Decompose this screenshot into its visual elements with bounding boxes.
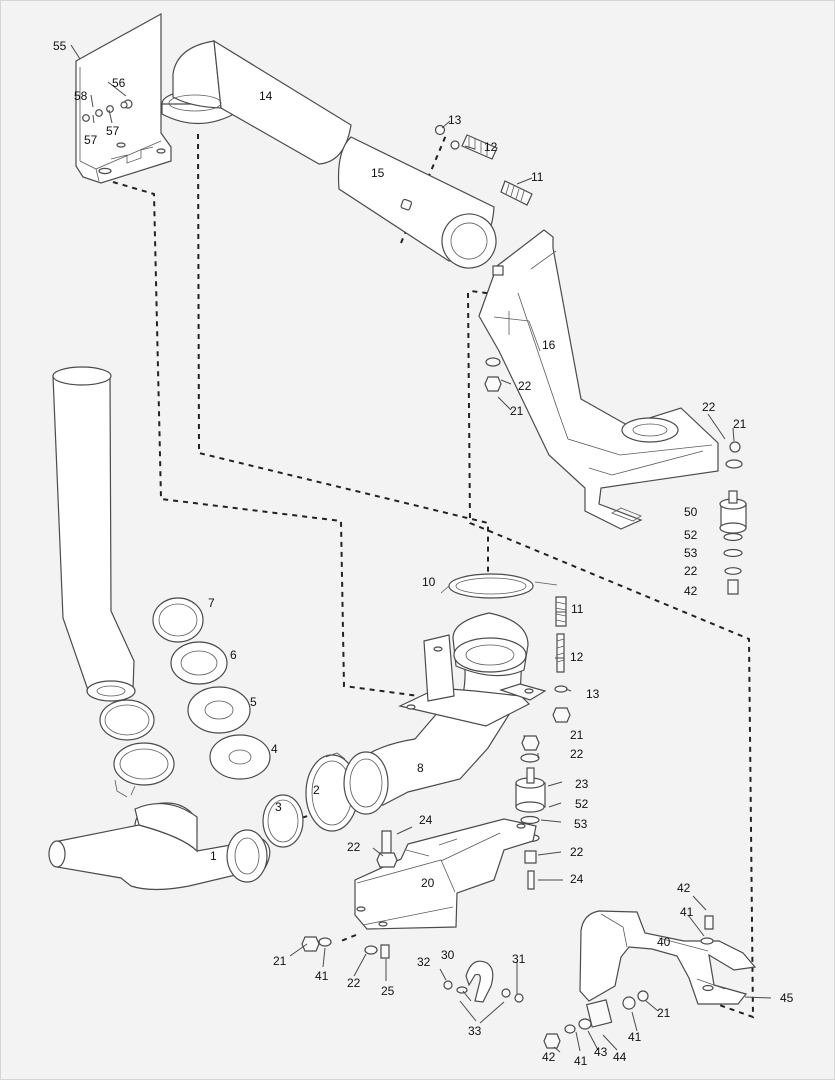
- label-12-top: 12: [484, 140, 498, 154]
- label-20: 20: [421, 876, 435, 890]
- intermediate-pipe-8: [343, 612, 547, 815]
- exhaust-pipe-14: [161, 39, 352, 165]
- leader-lines: [70, 44, 772, 1053]
- label-13-mid: 13: [586, 687, 600, 701]
- label-24-left: 24: [419, 813, 433, 827]
- label-24-right: 24: [570, 872, 584, 886]
- exhaust-pipe-15: [337, 136, 497, 269]
- label-42-lower-left: 42: [542, 1050, 556, 1064]
- label-3: 3: [275, 800, 282, 814]
- label-21-lower-left: 21: [273, 954, 287, 968]
- label-8: 8: [417, 761, 424, 775]
- label-40: 40: [657, 935, 671, 949]
- center-isolator-stack: [515, 735, 546, 890]
- left-nut-washer-stack: [484, 357, 502, 392]
- label-12-mid: 12: [570, 650, 584, 664]
- gasket-rings: [152, 597, 271, 780]
- label-41-lower-top: 41: [680, 905, 694, 919]
- rear-bracket-40: [543, 910, 757, 1049]
- bracket-20: [354, 818, 537, 930]
- label-14: 14: [259, 89, 273, 103]
- label-13-top: 13: [448, 113, 462, 127]
- label-53-right: 53: [684, 546, 698, 560]
- label-4: 4: [271, 742, 278, 756]
- label-32: 32: [417, 955, 431, 969]
- bracket-16: [478, 229, 719, 530]
- label-25: 25: [381, 984, 395, 998]
- label-33: 33: [468, 1024, 482, 1038]
- label-22-lower: 22: [570, 845, 584, 859]
- label-21-lower-right: 21: [657, 1006, 671, 1020]
- label-10: 10: [422, 575, 436, 589]
- label-6: 6: [230, 648, 237, 662]
- bracket-55: [75, 12, 172, 184]
- label-53-center: 53: [574, 817, 588, 831]
- label-41-left: 41: [315, 969, 329, 983]
- label-22-left: 22: [518, 379, 532, 393]
- label-52-center: 52: [575, 797, 589, 811]
- label-2: 2: [313, 783, 320, 797]
- vertical-tailpipe: [52, 366, 136, 702]
- label-15: 15: [371, 166, 385, 180]
- label-21-center: 21: [570, 728, 584, 742]
- label-22-right: 22: [702, 400, 716, 414]
- label-50: 50: [684, 505, 698, 519]
- label-23: 23: [575, 777, 589, 791]
- label-21-right: 21: [733, 417, 747, 431]
- label-11-top: 11: [531, 170, 544, 184]
- label-1: 1: [210, 849, 217, 863]
- label-45: 45: [780, 991, 794, 1005]
- label-56: 56: [112, 76, 126, 90]
- label-22-lower-left: 22: [347, 976, 361, 990]
- part-callout-labels: 55 56 58 57 57 14 15 13 12 11 16 22 21 2…: [53, 39, 794, 1068]
- label-57-left: 57: [84, 133, 98, 147]
- label-16: 16: [542, 338, 556, 352]
- label-31: 31: [512, 952, 526, 966]
- label-21-left: 21: [510, 404, 524, 418]
- label-55: 55: [53, 39, 67, 53]
- label-42-lower-top: 42: [677, 881, 691, 895]
- elbow-pipe-1: [48, 803, 271, 891]
- label-41-lower-right: 41: [628, 1030, 642, 1044]
- label-30: 30: [441, 948, 455, 962]
- lower-left-hardware: [301, 936, 524, 1003]
- label-43: 43: [594, 1045, 608, 1059]
- label-11-mid: 11: [571, 602, 584, 616]
- label-22-stack: 22: [684, 564, 698, 578]
- label-42-right: 42: [684, 584, 698, 598]
- label-44: 44: [613, 1050, 627, 1064]
- right-isolator-stack: [719, 441, 747, 595]
- label-57-right: 57: [106, 124, 120, 138]
- label-41-lower-bottom: 41: [574, 1054, 588, 1068]
- label-22-bracket: 22: [347, 840, 361, 854]
- label-5: 5: [250, 695, 257, 709]
- label-52-right: 52: [684, 528, 698, 542]
- label-7: 7: [208, 596, 215, 610]
- top-hardware: [434, 124, 533, 206]
- label-22-center: 22: [570, 747, 584, 761]
- label-58: 58: [74, 89, 88, 103]
- pipe-clamp-10: [440, 573, 571, 723]
